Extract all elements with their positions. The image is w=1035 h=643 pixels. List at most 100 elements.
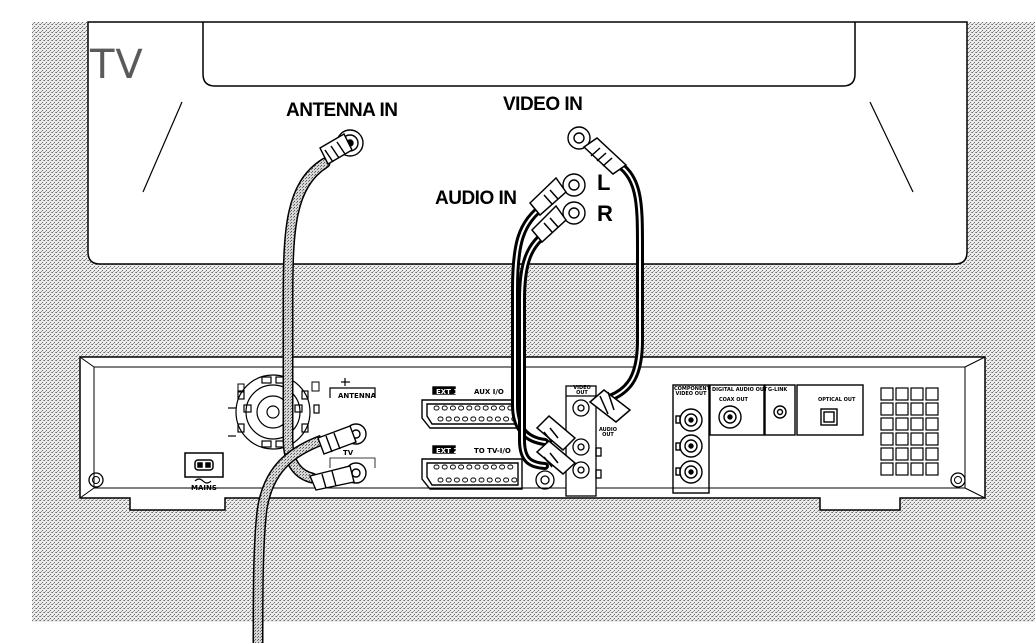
scart-pin bbox=[470, 477, 477, 483]
tv-port-label: TV bbox=[343, 449, 354, 457]
scart-pin bbox=[507, 464, 514, 470]
vent-slot bbox=[895, 447, 909, 461]
tv-antenna-in-connector bbox=[319, 129, 364, 165]
vent-slot bbox=[880, 402, 894, 416]
vent-slot bbox=[925, 387, 939, 401]
vent-slot bbox=[895, 387, 909, 401]
recorder-rca-plugs bbox=[535, 389, 632, 475]
scart-pin bbox=[490, 464, 497, 470]
scart-pin bbox=[441, 405, 448, 411]
scart-pin bbox=[458, 464, 465, 470]
scart-pin bbox=[437, 416, 444, 422]
vent-slot bbox=[925, 417, 939, 431]
vent-grid bbox=[880, 387, 939, 476]
scart-pin bbox=[462, 416, 469, 422]
scart-pin bbox=[494, 416, 501, 422]
right-channel-label: R bbox=[597, 201, 613, 226]
digital-audio-out bbox=[709, 384, 765, 436]
scart-pin bbox=[445, 416, 452, 422]
scart-pin bbox=[474, 464, 481, 470]
g-link-label: G-LINK bbox=[768, 387, 788, 393]
scart-pin bbox=[445, 477, 452, 483]
tv-outline bbox=[87, 21, 968, 265]
scart-pin bbox=[494, 477, 501, 483]
scart-pin bbox=[503, 416, 510, 422]
scart-pin bbox=[486, 477, 493, 483]
vent-slot bbox=[910, 432, 924, 446]
scart-pin bbox=[486, 416, 493, 422]
vent-slot bbox=[895, 417, 909, 431]
tv-rca-plugs bbox=[528, 137, 628, 244]
audio-out-label: AUDIO OUT bbox=[598, 427, 618, 438]
mains-socket bbox=[184, 452, 224, 484]
scart-pin bbox=[482, 405, 489, 411]
coax-out-label: COAX OUT bbox=[719, 397, 748, 403]
mains-label: MAINS bbox=[191, 484, 217, 492]
vent-slot bbox=[910, 447, 924, 461]
component-video-out bbox=[672, 384, 710, 494]
scart-ext2 bbox=[421, 445, 523, 490]
scart-pin bbox=[511, 477, 518, 483]
left-channel-label: L bbox=[597, 170, 610, 195]
scart-pin bbox=[499, 464, 506, 470]
vent-slot bbox=[925, 462, 939, 476]
vent-slot bbox=[895, 462, 909, 476]
antenna-in-label: ANTENNA IN bbox=[286, 100, 398, 121]
scart-pin bbox=[441, 464, 448, 470]
scart-pin bbox=[478, 416, 485, 422]
digital-audio-out-label: DIGITAL AUDIO OUT bbox=[712, 387, 768, 393]
scart-pin bbox=[437, 477, 444, 483]
audio-cables bbox=[511, 201, 552, 470]
vent-slot bbox=[880, 447, 894, 461]
scart-pin bbox=[449, 464, 456, 470]
vent-slot bbox=[895, 402, 909, 416]
vent-slot bbox=[895, 432, 909, 446]
scart-pin bbox=[449, 405, 456, 411]
scart-pin bbox=[499, 405, 506, 411]
vent-slot bbox=[910, 387, 924, 401]
scart-pin bbox=[458, 405, 465, 411]
antenna-port-label: ANTENNA bbox=[338, 392, 376, 400]
scart-pin bbox=[466, 464, 473, 470]
scart-pin bbox=[466, 405, 473, 411]
g-link-port bbox=[764, 384, 796, 436]
scart-pin bbox=[433, 405, 440, 411]
video-out-label: VIDEO OUT bbox=[573, 385, 591, 396]
scart-pin bbox=[453, 416, 460, 422]
scart-pin bbox=[453, 477, 460, 483]
scart-pin bbox=[478, 477, 485, 483]
ext1-sub-label: AUX I/O bbox=[474, 388, 504, 396]
scart-pin bbox=[474, 405, 481, 411]
vent-slot bbox=[880, 432, 894, 446]
optical-out-label: OPTICAL OUT bbox=[818, 397, 856, 403]
tv-title: TV bbox=[90, 42, 144, 88]
scart-ext1 bbox=[421, 386, 523, 429]
scart-pin bbox=[482, 464, 489, 470]
component-video-out-label: COMPONENT VIDEO OUT bbox=[674, 386, 711, 397]
vent-slot bbox=[925, 402, 939, 416]
vent-slot bbox=[910, 402, 924, 416]
vent-slot bbox=[910, 417, 924, 431]
vent-slot bbox=[910, 462, 924, 476]
scart-pin bbox=[503, 477, 510, 483]
scart-pin bbox=[490, 405, 497, 411]
vent-slot bbox=[925, 447, 939, 461]
video-cable bbox=[606, 156, 644, 402]
ext2-label: EXT 2 bbox=[436, 447, 459, 455]
vent-slot bbox=[880, 417, 894, 431]
video-in-label: VIDEO IN bbox=[503, 94, 583, 115]
antenna-bracket bbox=[329, 378, 376, 468]
scart-pin bbox=[470, 416, 477, 422]
audio-in-label: AUDIO IN bbox=[435, 188, 517, 209]
ext2-sub-label: TO TV-I/O bbox=[474, 447, 511, 455]
ext-port-marks bbox=[237, 381, 320, 393]
optical-out bbox=[796, 384, 864, 436]
vent-slot bbox=[925, 432, 939, 446]
tv-rca-sockets bbox=[562, 126, 591, 225]
recorder-antenna-plugs bbox=[309, 423, 367, 491]
vent-slot bbox=[880, 387, 894, 401]
ext1-label: EXT 1 bbox=[436, 388, 459, 396]
vent-slot bbox=[880, 462, 894, 476]
antenna-cable bbox=[252, 157, 331, 643]
